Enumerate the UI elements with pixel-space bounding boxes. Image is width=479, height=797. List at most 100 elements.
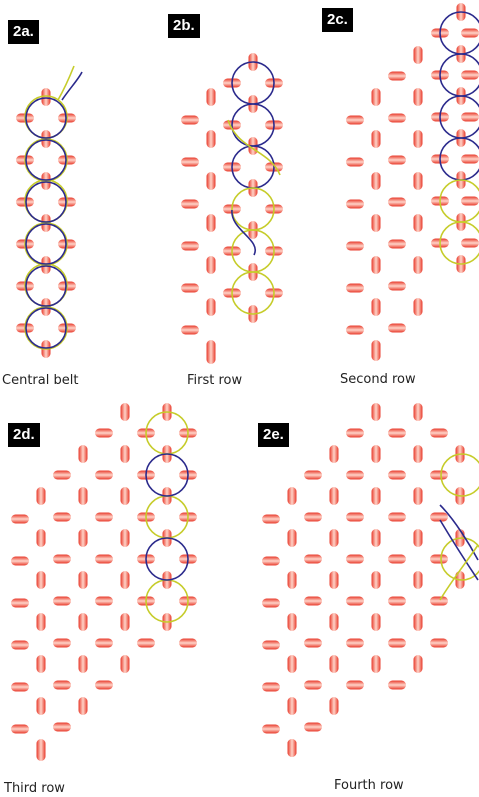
bead [388, 198, 406, 207]
bead [414, 298, 423, 316]
bead [461, 71, 479, 80]
bead [372, 403, 381, 421]
bead [11, 725, 29, 734]
bead [11, 599, 29, 608]
bead [207, 346, 216, 364]
bead [414, 256, 423, 274]
bead [330, 487, 339, 505]
bead [430, 597, 448, 606]
bead [121, 529, 130, 547]
bead [121, 403, 130, 421]
bead [414, 130, 423, 148]
bead [388, 471, 406, 480]
bead [262, 515, 280, 524]
bead [346, 471, 364, 480]
caption-first-row: First row [187, 373, 242, 388]
bead [346, 158, 364, 167]
bead [207, 256, 216, 274]
bead [53, 723, 71, 732]
caption-third-row: Third row [4, 781, 65, 796]
bead [372, 655, 381, 673]
bead [372, 256, 381, 274]
bead [95, 597, 113, 606]
bead [304, 513, 322, 522]
bead [79, 529, 88, 547]
bead [262, 557, 280, 566]
bead [430, 555, 448, 564]
bead [53, 555, 71, 564]
bead [95, 639, 113, 648]
bead [11, 515, 29, 524]
bead [79, 445, 88, 463]
bead [207, 172, 216, 190]
bead [207, 88, 216, 106]
bead [388, 114, 406, 123]
bead [95, 681, 113, 690]
bead [388, 72, 406, 81]
bead [37, 487, 46, 505]
bead [53, 681, 71, 690]
bead [414, 487, 423, 505]
bead [372, 298, 381, 316]
bead [179, 639, 197, 648]
bead [346, 513, 364, 522]
bead [95, 555, 113, 564]
bead [288, 697, 297, 715]
bead [288, 529, 297, 547]
bead [461, 239, 479, 248]
bead [346, 326, 364, 335]
bead [181, 200, 199, 209]
bead [121, 445, 130, 463]
bead [430, 471, 448, 480]
bead [461, 113, 479, 122]
bead [388, 324, 406, 333]
bead [262, 725, 280, 734]
bead [121, 571, 130, 589]
bead [304, 597, 322, 606]
bead [346, 681, 364, 690]
bead [53, 597, 71, 606]
bead [372, 613, 381, 631]
bead [262, 599, 280, 608]
bead [346, 639, 364, 648]
bead [330, 445, 339, 463]
bead [461, 155, 479, 164]
bead [414, 529, 423, 547]
bead [430, 429, 448, 438]
bead [37, 743, 46, 761]
bead [181, 326, 199, 335]
bead [372, 172, 381, 190]
bead [37, 697, 46, 715]
bead [346, 200, 364, 209]
bead [95, 471, 113, 480]
bead [304, 639, 322, 648]
bead [79, 571, 88, 589]
bead [330, 529, 339, 547]
bead [304, 471, 322, 480]
bead [461, 197, 479, 206]
badge-2c: 2c. [322, 8, 353, 32]
bead [414, 214, 423, 232]
bead [414, 655, 423, 673]
bead [388, 555, 406, 564]
bead [330, 613, 339, 631]
bead [53, 513, 71, 522]
bead [346, 116, 364, 125]
bead [121, 655, 130, 673]
bead [372, 214, 381, 232]
bead [346, 284, 364, 293]
bead [346, 242, 364, 251]
bead [388, 282, 406, 291]
bead [288, 487, 297, 505]
bead [207, 214, 216, 232]
bead [430, 639, 448, 648]
bead [181, 284, 199, 293]
bead [121, 613, 130, 631]
bead [330, 571, 339, 589]
caption-central-belt: Central belt [2, 373, 78, 388]
bead [388, 240, 406, 249]
bead [372, 130, 381, 148]
bead [414, 613, 423, 631]
bead [79, 487, 88, 505]
bead [181, 158, 199, 167]
